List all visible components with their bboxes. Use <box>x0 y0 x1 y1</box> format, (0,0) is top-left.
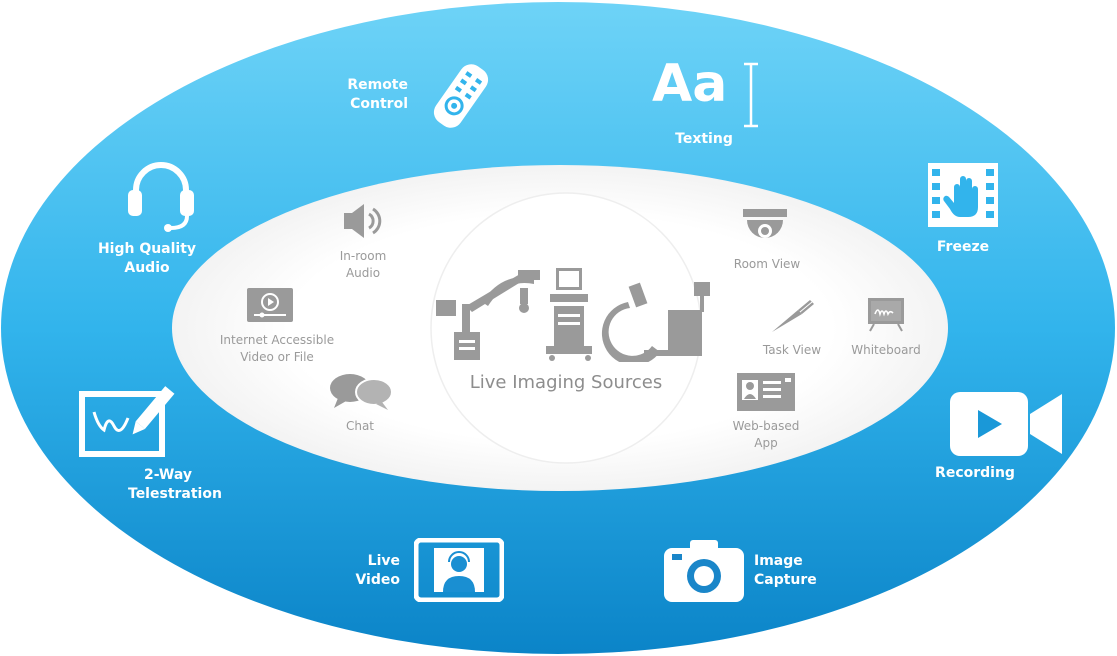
texting-glyph: Aa <box>652 54 728 114</box>
recording-label: Recording <box>935 465 1015 481</box>
text-cursor-icon <box>744 62 758 128</box>
chat-bubbles-icon <box>330 374 393 410</box>
medical-imaging-equipment-icon <box>436 268 710 362</box>
web-app-line1: Web-based <box>732 419 800 433</box>
whiteboard-icon <box>868 298 904 332</box>
telestration-line2: Telestration <box>128 486 222 502</box>
remote-control-label: Remote Control <box>330 76 408 114</box>
live-video-label: Live Video <box>330 552 400 590</box>
telestration-line1: 2-Way <box>144 467 193 483</box>
remote-control-line2: Control <box>350 96 408 112</box>
texting-icon-group: Aa <box>650 54 760 128</box>
internet-video-line1: Internet Accessible <box>219 333 335 347</box>
web-app-line2: App <box>754 436 778 450</box>
high-quality-audio-line2: Audio <box>124 260 170 276</box>
high-quality-audio-line1: High Quality <box>97 241 197 257</box>
dome-camera-icon <box>743 209 787 238</box>
telestration-pen-icon <box>79 386 175 457</box>
in-room-audio-line1: In-room <box>339 249 387 263</box>
video-camera-icon <box>950 392 1062 456</box>
in-room-audio-label: In-room Audio <box>318 248 408 282</box>
internet-video-line2: Video or File <box>240 350 314 364</box>
remote-control-line1: Remote <box>347 77 408 93</box>
image-capture-label: Image Capture <box>754 552 834 590</box>
scalpel-icon <box>772 300 814 332</box>
speaker-icon <box>344 204 382 238</box>
telestration-label: 2-Way Telestration <box>128 466 238 504</box>
image-capture-line2: Capture <box>754 572 817 588</box>
task-view-label: Task View <box>762 343 822 357</box>
image-capture-line1: Image <box>754 553 803 569</box>
video-file-icon <box>247 288 293 322</box>
room-view-label: Room View <box>733 257 801 271</box>
web-app-icon <box>737 373 795 411</box>
texting-label: Texting <box>675 131 733 147</box>
whiteboard-label: Whiteboard <box>851 343 921 357</box>
in-room-audio-line2: Audio <box>345 266 381 280</box>
live-video-monitor-icon <box>414 538 504 602</box>
internet-video-label: Internet Accessible Video or File <box>206 332 348 366</box>
center-label: Live Imaging Sources <box>469 372 663 393</box>
freeze-hand-icon <box>928 163 998 227</box>
web-app-label: Web-based App <box>716 418 816 452</box>
live-video-line1: Live <box>367 553 400 569</box>
freeze-label: Freeze <box>936 239 990 255</box>
high-quality-audio-label: High Quality Audio <box>72 240 222 278</box>
live-video-line2: Video <box>355 572 400 588</box>
remote-control-icon <box>433 64 489 128</box>
photo-camera-icon <box>664 540 744 602</box>
headset-icon <box>128 162 194 232</box>
chat-label: Chat <box>345 419 375 433</box>
